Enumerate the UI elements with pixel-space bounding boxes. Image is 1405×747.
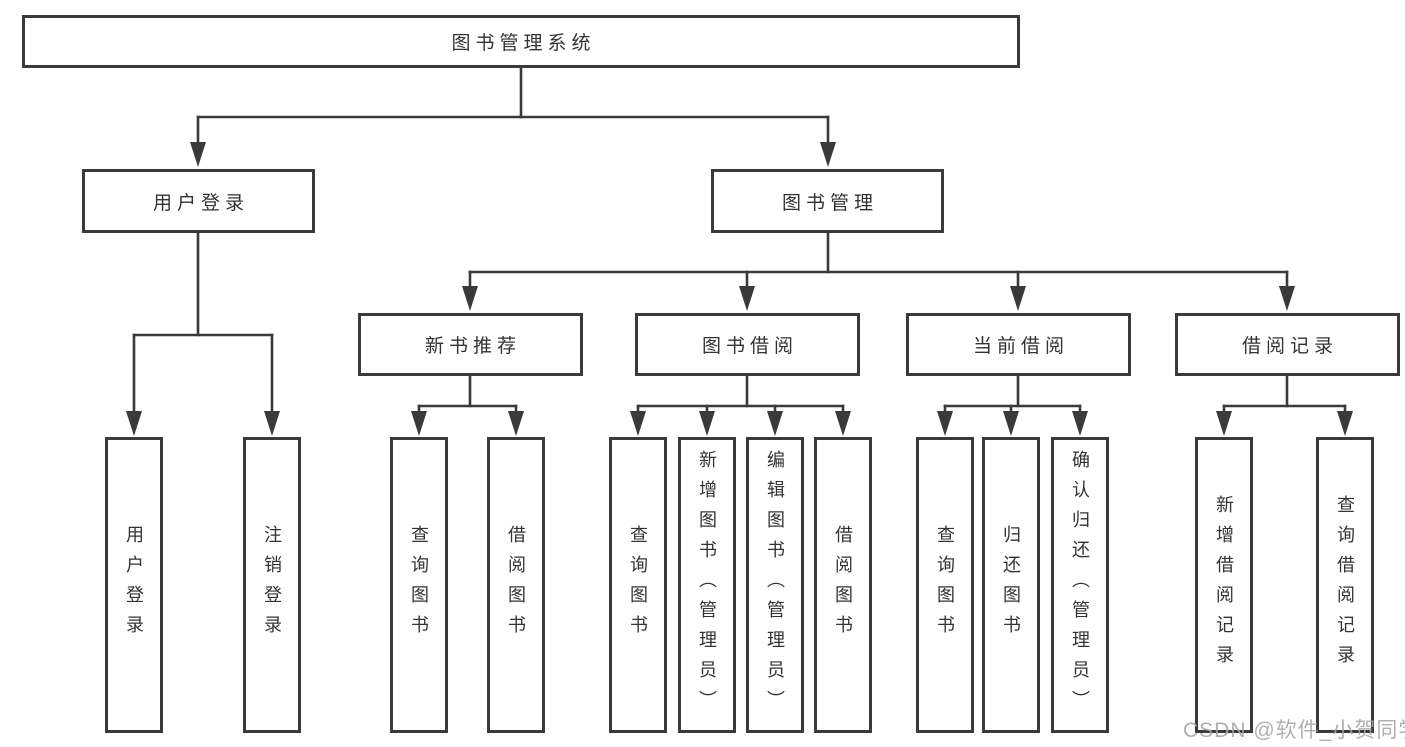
arrowhead-down-icon: [937, 411, 953, 436]
arrowhead-down-icon: [835, 411, 851, 436]
leaf-confirm-return-admin-label: 确认归还（管理员）: [1070, 450, 1090, 720]
leaf-query-borrow-record: 查询借阅记录: [1316, 437, 1374, 733]
connector-branch: [126, 231, 280, 436]
leaf-return-book: 归还图书: [982, 437, 1040, 733]
arrowhead-down-icon: [1337, 411, 1353, 436]
node-borrowing-records-label: 借阅记录: [1241, 336, 1338, 357]
arrowhead-down-icon: [1216, 411, 1232, 436]
node-current-borrowing: 当前借阅: [906, 313, 1131, 376]
arrowhead-down-icon: [699, 411, 715, 436]
leaf-add-book-admin-label: 新增图书（管理员）: [697, 450, 717, 720]
leaf-add-borrow-record: 新增借阅记录: [1195, 437, 1253, 733]
arrowhead-down-icon: [739, 286, 755, 311]
arrowhead-down-icon: [820, 142, 836, 167]
node-book-management-label: 图书管理: [781, 192, 878, 214]
arrowhead-down-icon: [1072, 411, 1088, 436]
leaf-borrow-books-recommend: 借阅图书: [487, 437, 545, 733]
csdn-watermark: CSDN @软件_小贺同学: [1183, 719, 1405, 742]
leaf-add-borrow-record-label: 新增借阅记录: [1214, 495, 1234, 675]
node-borrowing-records: 借阅记录: [1175, 313, 1400, 376]
node-new-book-recommendation-label: 新书推荐: [424, 336, 521, 357]
leaf-borrow-books-recommend-label: 借阅图书: [506, 525, 526, 645]
leaf-query-borrow-record-label: 查询借阅记录: [1335, 495, 1355, 675]
leaf-query-books-borrowing: 查询图书: [609, 437, 667, 733]
arrowhead-down-icon: [126, 411, 142, 436]
arrowhead-down-icon: [264, 411, 280, 436]
node-user-login-label: 用户登录: [152, 192, 249, 214]
leaf-user-login-label: 用户登录: [124, 525, 144, 645]
connector-branch: [411, 374, 524, 436]
arrowhead-down-icon: [1279, 286, 1295, 311]
arrowhead-down-icon: [508, 411, 524, 436]
node-root-label: 图书管理系统: [451, 33, 596, 54]
leaf-edit-book-admin-label: 编辑图书（管理员）: [765, 450, 785, 720]
connector-branch: [630, 374, 851, 436]
node-root: 图书管理系统: [22, 15, 1020, 68]
leaf-query-books-recommend: 查询图书: [390, 437, 448, 733]
arrowhead-down-icon: [767, 411, 783, 436]
leaf-query-books-recommend-label: 查询图书: [409, 525, 429, 645]
leaf-add-book-admin: 新增图书（管理员）: [678, 437, 736, 733]
connector-branch: [462, 231, 1295, 311]
leaf-edit-book-admin: 编辑图书（管理员）: [746, 437, 804, 733]
arrowhead-down-icon: [630, 411, 646, 436]
node-book-management: 图书管理: [711, 169, 944, 233]
node-new-book-recommendation: 新书推荐: [358, 313, 583, 376]
node-user-login: 用户登录: [82, 169, 315, 233]
leaf-logout-label: 注销登录: [262, 525, 282, 645]
arrowhead-down-icon: [1003, 411, 1019, 436]
leaf-borrow-books-borrowing-label: 借阅图书: [833, 525, 853, 645]
arrowhead-down-icon: [190, 142, 206, 167]
node-current-borrowing-label: 当前借阅: [972, 336, 1069, 357]
leaf-borrow-books-borrowing: 借阅图书: [814, 437, 872, 733]
leaf-query-books-borrowing-label: 查询图书: [628, 525, 648, 645]
arrowhead-down-icon: [411, 411, 427, 436]
leaf-logout: 注销登录: [243, 437, 301, 733]
leaf-query-books-current: 查询图书: [916, 437, 974, 733]
connector-branch: [190, 65, 836, 167]
node-book-borrowing: 图书借阅: [635, 313, 860, 376]
leaf-user-login: 用户登录: [105, 437, 163, 733]
leaf-return-book-label: 归还图书: [1001, 525, 1021, 645]
arrowhead-down-icon: [462, 286, 478, 311]
connector-branch: [1216, 374, 1353, 436]
arrowhead-down-icon: [1010, 286, 1026, 311]
leaf-confirm-return-admin: 确认归还（管理员）: [1051, 437, 1109, 733]
leaf-query-books-current-label: 查询图书: [935, 525, 955, 645]
connector-branch: [937, 374, 1088, 436]
node-book-borrowing-label: 图书借阅: [701, 336, 798, 357]
